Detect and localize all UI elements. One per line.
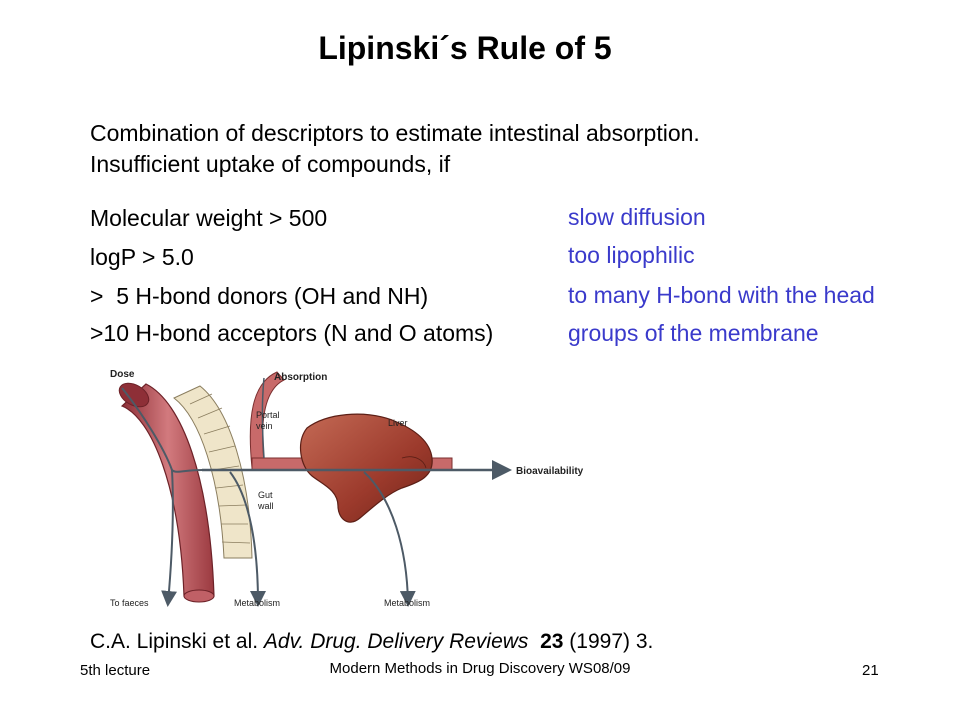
- faeces-arrow: [161, 469, 178, 607]
- criterion-molecular-weight: Molecular weight > 500: [90, 205, 328, 231]
- footer-lecture: 5th lecture: [80, 662, 151, 679]
- label-wall: wall: [257, 501, 274, 511]
- footer-page-number: 21: [862, 662, 879, 679]
- citation-rest: (1997) 3.: [563, 630, 654, 653]
- label-dose: Dose: [110, 369, 135, 380]
- intro-text: Combination of descriptors to estimate i…: [90, 118, 700, 180]
- slide-title: Lipinski´s Rule of 5: [318, 30, 612, 66]
- reason-slow-diffusion: slow diffusion: [568, 204, 706, 230]
- intro-line-1: Combination of descriptors to estimate i…: [90, 120, 700, 146]
- citation-volume: 23: [540, 630, 564, 653]
- criterion-logp: logP > 5.0: [90, 244, 194, 270]
- absorption-diagram: Dose Absorption Portal vein Liver Gut wa…: [102, 358, 602, 620]
- label-metabolism-liver: Metabolism: [384, 598, 430, 608]
- intro-line-2: Insufficient uptake of compounds, if: [90, 151, 451, 177]
- absorption-arrow: [261, 377, 265, 459]
- footer-course: Modern Methods in Drug Discovery WS08/09: [329, 660, 631, 677]
- dose-arrow: [121, 387, 203, 473]
- villi-lines: [189, 393, 251, 544]
- label-metabolism-gut: Metabolism: [234, 598, 280, 608]
- liver: [299, 413, 433, 523]
- reason-too-lipophilic: too lipophilic: [568, 242, 695, 268]
- gut-wall: [173, 385, 253, 559]
- criterion-hbond-donors: > 5 H-bond donors (OH and NH): [90, 283, 429, 309]
- citation: C.A. Lipinski et al. Adv. Drug. Delivery…: [90, 630, 653, 654]
- citation-journal: Adv. Drug. Delivery Reviews: [263, 630, 529, 653]
- label-to-faeces: To faeces: [110, 598, 149, 608]
- intestine-top-opening: [118, 382, 150, 408]
- criterion-hbond-acceptors: >10 H-bond acceptors (N and O atoms): [90, 320, 494, 346]
- label-absorption: Absorption: [274, 372, 327, 383]
- citation-authors: C.A. Lipinski et al.: [90, 630, 264, 653]
- label-bioavailability: Bioavailability: [516, 466, 584, 477]
- gut-metabolism-arrow: [229, 471, 266, 607]
- liver-metabolism-arrow: [363, 471, 416, 607]
- intestine-bottom-opening: [183, 589, 215, 603]
- label-liver: Liver: [388, 418, 408, 428]
- reason-membrane-groups: groups of the membrane: [568, 320, 819, 346]
- label-vein: vein: [256, 421, 273, 431]
- portal-vein: [249, 371, 285, 469]
- label-portal: Portal: [256, 410, 280, 420]
- reason-hbond-head: to many H-bond with the head: [568, 282, 875, 308]
- label-gut: Gut: [258, 490, 273, 500]
- absorption-diagram-svg: Dose Absorption Portal vein Liver Gut wa…: [110, 369, 584, 608]
